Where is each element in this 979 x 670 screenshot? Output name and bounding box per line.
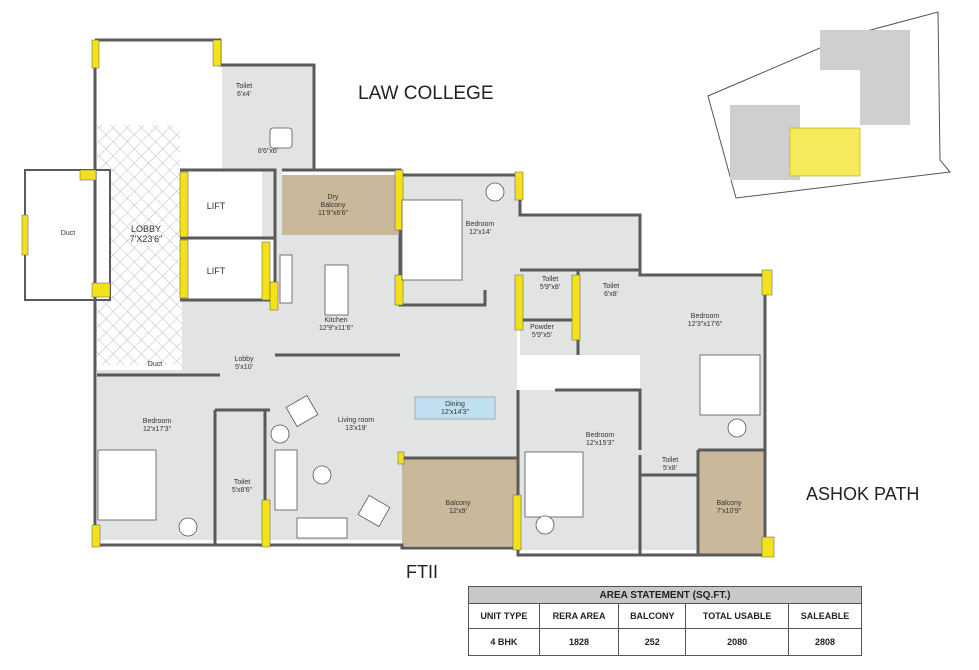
header-unit-type: UNIT TYPE [468, 603, 540, 629]
law-college-label: LAW COLLEGE [358, 83, 494, 104]
area-statement-title: AREA STATEMENT (SQ.FT.) [468, 586, 862, 604]
cell-total-usable: 2080 [685, 628, 789, 656]
floor-areas [24, 40, 765, 554]
cell-saleable: 2808 [787, 628, 863, 656]
label-duct-mid: Duct [147, 361, 163, 368]
cell-balcony: 252 [618, 628, 687, 656]
dry-balcony-floor [282, 175, 398, 235]
header-rera-area: RERA AREA [538, 603, 620, 629]
ftii-label: FTII [406, 562, 438, 582]
dining-table [414, 396, 496, 420]
cell-unit-type: 4 BHK [468, 628, 540, 656]
ashok-path-label: ASHOK PATH [806, 484, 920, 504]
header-total-usable: TOTAL USABLE [685, 603, 789, 629]
area-statement-table: AREA STATEMENT (SQ.FT.) UNIT TYPE RERA A… [468, 586, 863, 656]
key-plan [707, 11, 951, 199]
label-toilet-top-dim: 8'6"x6' [257, 148, 279, 155]
balcony-right-floor [698, 450, 764, 554]
balcony-mid-floor [402, 458, 518, 546]
furniture [97, 127, 761, 539]
table-row: 4 BHK 1828 252 2080 2808 [468, 628, 863, 656]
columns [21, 39, 775, 558]
header-saleable: SALEABLE [787, 603, 863, 629]
label-lift-1: LIFT [206, 201, 226, 211]
label-duct-left: Duct [60, 230, 76, 237]
cell-rera-area: 1828 [538, 628, 620, 656]
label-lift-2: LIFT [206, 266, 226, 276]
header-balcony: BALCONY [618, 603, 687, 629]
